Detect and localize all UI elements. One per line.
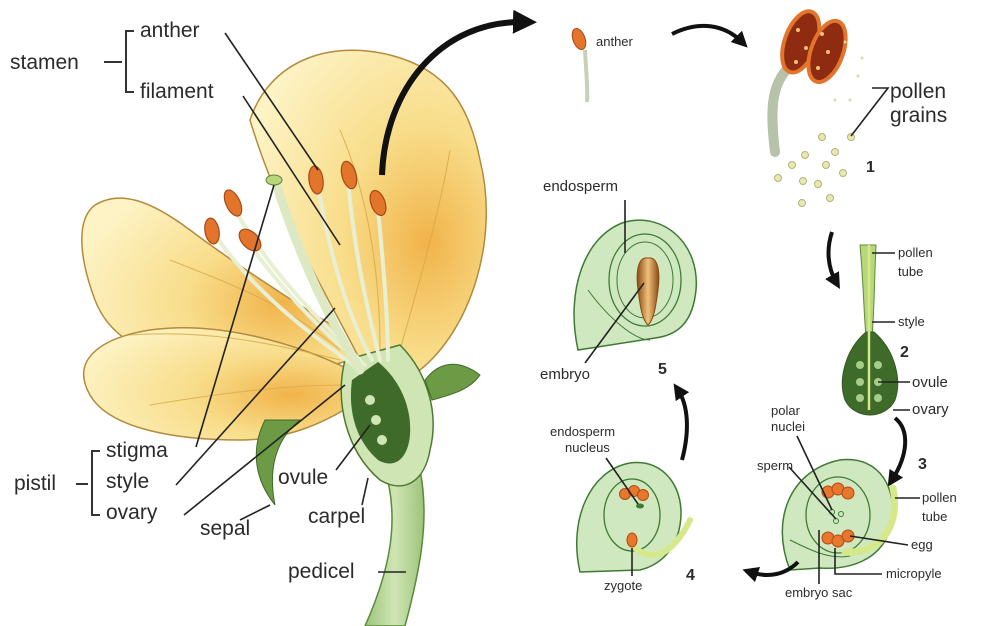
flower-labels: stamen anther filament pistil stigma sty… <box>10 19 406 583</box>
label-anther: anther <box>140 19 200 42</box>
ovule-3 <box>781 458 894 571</box>
step-4-zygote: endosperm nucleus zygote 4 <box>550 424 695 593</box>
ovule-4 <box>576 461 682 573</box>
seed-5 <box>573 219 697 351</box>
anther-2 <box>223 189 243 217</box>
step-number-5: 5 <box>658 361 667 378</box>
label-step5-embryo: embryo <box>540 366 590 383</box>
label-step3-polar-1: polar <box>771 403 801 418</box>
anther-4 <box>308 165 324 195</box>
label-step4-zygote: zygote <box>604 578 642 593</box>
petal-back <box>249 49 487 371</box>
label-pollen-grains-2: grains <box>890 104 947 127</box>
flow-arrow-3-to-4 <box>742 560 800 583</box>
label-step3-pollen-tube-1: pollen <box>922 490 957 505</box>
style <box>270 175 365 375</box>
step-1-pollen-release: anther pollen grains 1 <box>571 9 947 207</box>
label-step2-ovule: ovule <box>912 374 948 391</box>
step-number-4: 4 <box>686 567 695 584</box>
label-step5-endosperm: endosperm <box>543 178 618 195</box>
label-step3-embryo-sac: embryo sac <box>785 585 853 600</box>
label-stamen: stamen <box>10 51 79 74</box>
label-step3-polar-2: nuclei <box>771 419 805 434</box>
label-step1-anther: anther <box>596 34 634 49</box>
label-ovule: ovule <box>278 466 328 489</box>
zygote <box>626 532 638 548</box>
label-step4-endosperm-2: nucleus <box>565 440 610 455</box>
step-number-3: 3 <box>918 456 927 473</box>
label-pedicel: pedicel <box>288 560 355 583</box>
flower-illustration <box>81 49 487 626</box>
flow-arrow-4-to-5 <box>673 383 690 461</box>
label-step3-pollen-tube-2: tube <box>922 509 947 524</box>
anther-5 <box>340 160 358 190</box>
label-step4-endosperm-1: endosperm <box>550 424 615 439</box>
pedicel <box>364 469 425 626</box>
step-3-fertilization: polar nuclei sperm 3 pollen tube egg mic… <box>757 403 957 600</box>
label-stigma: stigma <box>106 439 168 462</box>
flow-arrow-flower-to-anther <box>379 9 537 176</box>
label-pollen-grains-1: pollen <box>890 80 946 103</box>
step-number-2: 2 <box>900 344 909 361</box>
label-step2-pollen-tube-1: pollen <box>898 245 933 260</box>
label-step2-ovary: ovary <box>912 401 949 418</box>
anther-6 <box>369 189 387 217</box>
flow-arrow-1-to-2 <box>825 231 840 289</box>
sepal-right <box>424 363 481 401</box>
label-style: style <box>106 470 149 493</box>
step-5-seed: endosperm embryo 5 <box>540 178 697 383</box>
label-step3-micropyle: micropyle <box>886 566 942 581</box>
label-pistil: pistil <box>14 472 56 495</box>
step-number-1: 1 <box>866 159 875 176</box>
ovary <box>350 362 411 464</box>
stigma <box>265 174 283 186</box>
flow-arrow-2-to-3 <box>887 416 908 487</box>
sepal-left <box>255 419 302 506</box>
pollen-tube-3 <box>841 484 899 556</box>
pollen-grains <box>774 133 855 207</box>
label-ovary: ovary <box>106 501 158 524</box>
embryo <box>636 257 660 326</box>
label-step2-pollen-tube-2: tube <box>898 264 923 279</box>
label-filament: filament <box>140 80 214 103</box>
small-anther <box>571 27 587 51</box>
label-step3-egg: egg <box>911 537 933 552</box>
label-carpel: carpel <box>308 505 365 528</box>
label-step2-style: style <box>898 314 925 329</box>
anther-1 <box>204 217 220 245</box>
label-step3-sperm: sperm <box>757 458 793 473</box>
label-sepal: sepal <box>200 517 250 540</box>
step-2-pollen-tube: pollen tube style 2 ovule ovary <box>841 244 949 418</box>
flow-arrow-anther-to-pollen <box>671 23 748 48</box>
